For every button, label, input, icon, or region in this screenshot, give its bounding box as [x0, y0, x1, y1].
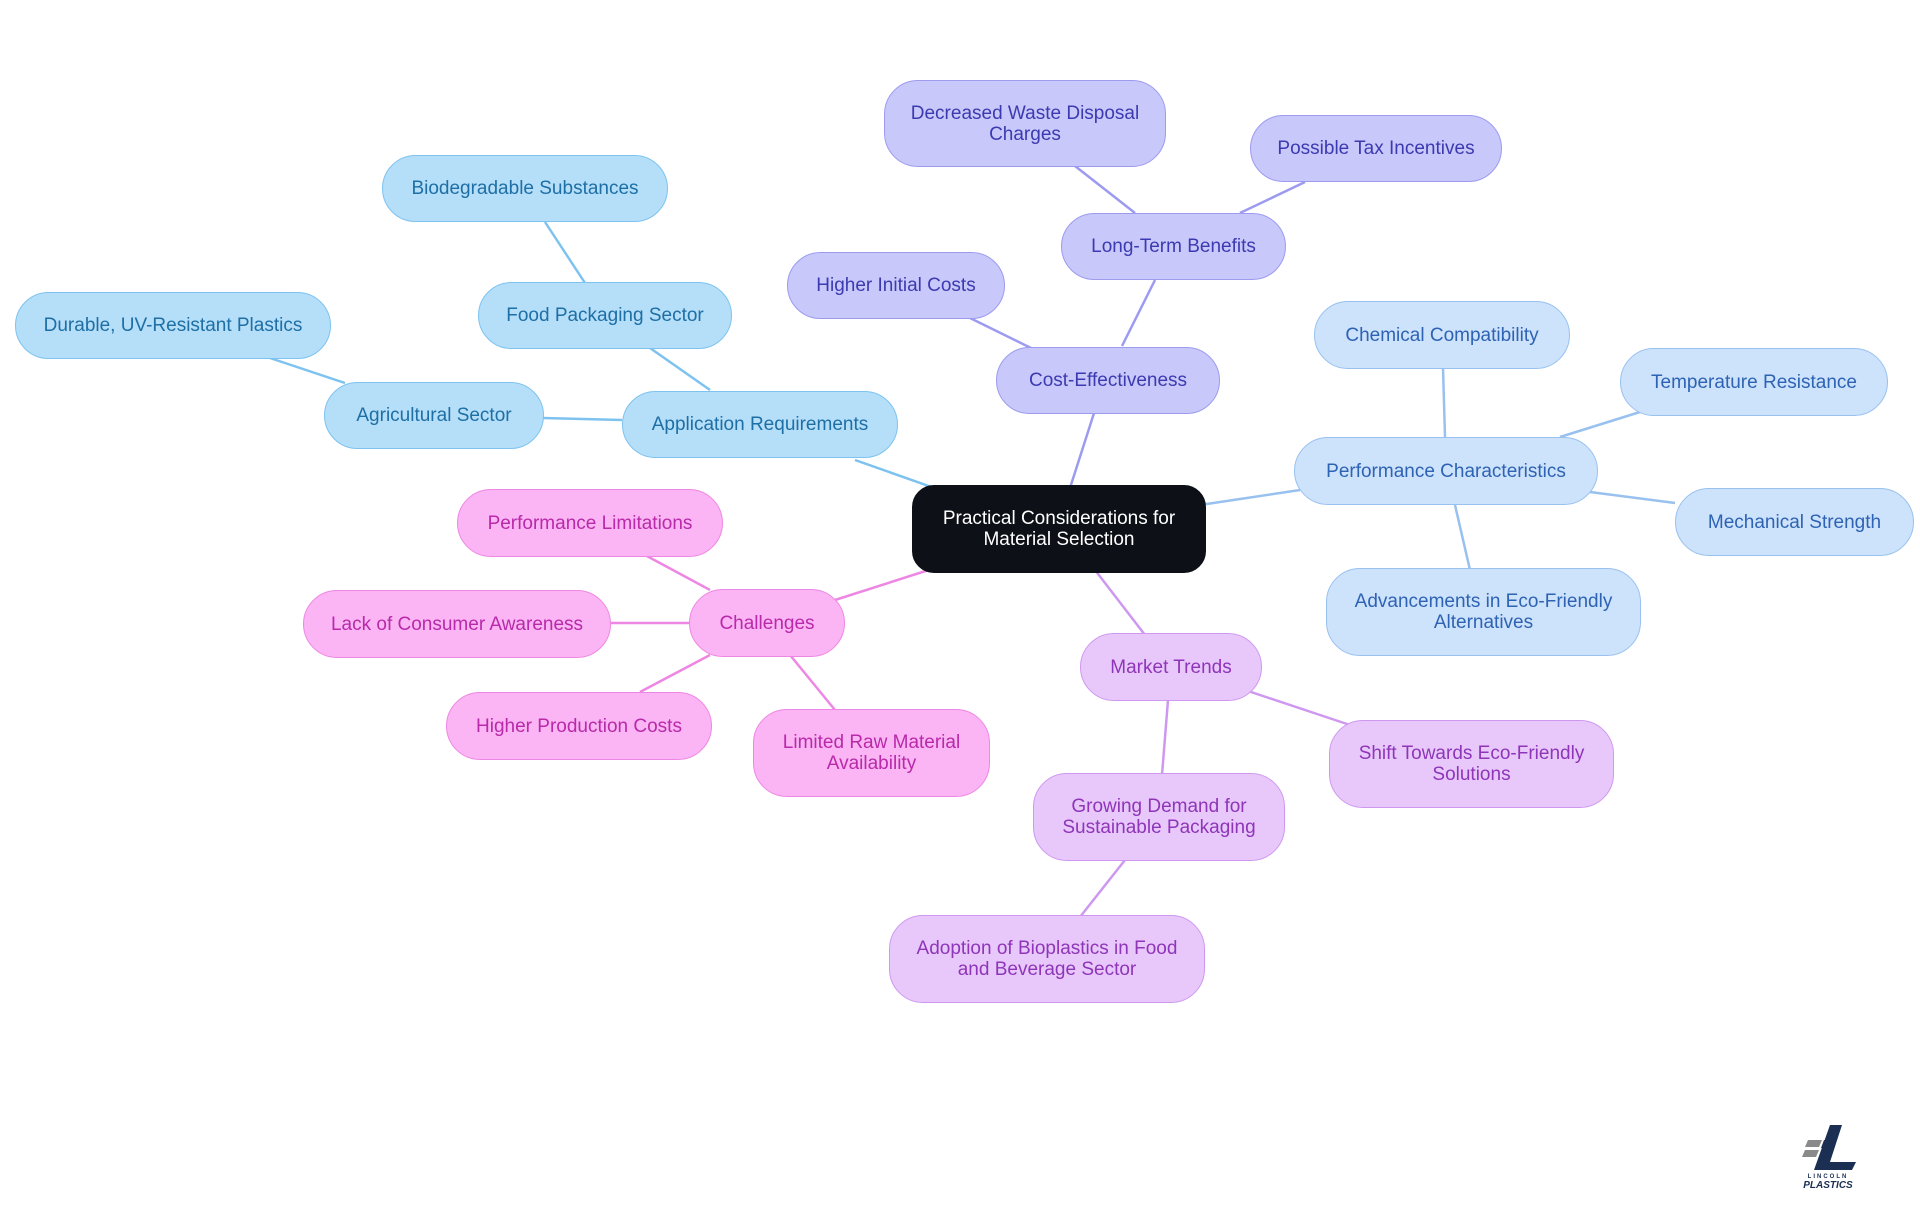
edge-challenges-production	[639, 653, 711, 694]
node-biodegradable-substances[interactable]: Biodegradable Substances	[382, 155, 668, 222]
edge-root-cost	[1068, 409, 1097, 489]
edge-performance-advancements	[1453, 504, 1472, 571]
node-higher-initial-costs[interactable]: Higher Initial Costs	[787, 252, 1005, 319]
edge-food-biodegradable	[543, 221, 587, 284]
node-durable-uv-resistant-plastics[interactable]: Durable, UV-Resistant Plastics	[15, 292, 331, 359]
edge-challenges-rawmaterial	[789, 654, 836, 711]
node-adoption-of-bioplastics[interactable]: Adoption of Bioplastics in Food and Beve…	[889, 915, 1205, 1003]
edge-challenges-limitations	[644, 553, 711, 592]
edge-root-application	[854, 458, 941, 492]
node-chemical-compatibility[interactable]: Chemical Compatibility	[1314, 301, 1570, 369]
edge-agri-durable	[269, 356, 346, 385]
node-mechanical-strength[interactable]: Mechanical Strength	[1675, 488, 1914, 556]
node-performance-limitations[interactable]: Performance Limitations	[457, 489, 723, 557]
logo-line2: PLASTICS	[1803, 1180, 1853, 1191]
node-lack-of-consumer-awareness[interactable]: Lack of Consumer Awareness	[303, 590, 611, 658]
edge-application-food	[649, 346, 711, 392]
node-market-trends[interactable]: Market Trends	[1080, 633, 1262, 701]
node-application-requirements[interactable]: Application Requirements	[622, 391, 898, 458]
root-node[interactable]: Practical Considerations for Material Se…	[912, 485, 1206, 573]
node-decreased-waste-disposal-charges[interactable]: Decreased Waste Disposal Charges	[884, 80, 1166, 167]
node-temperature-resistance[interactable]: Temperature Resistance	[1620, 348, 1888, 416]
edge-performance-temperature	[1559, 410, 1641, 439]
node-long-term-benefits[interactable]: Long-Term Benefits	[1061, 213, 1286, 280]
node-performance-characteristics[interactable]: Performance Characteristics	[1294, 437, 1598, 505]
node-food-packaging-sector[interactable]: Food Packaging Sector	[478, 282, 732, 349]
edge-root-challenges	[834, 566, 936, 602]
edge-performance-chemical	[1441, 367, 1447, 438]
node-challenges[interactable]: Challenges	[689, 589, 845, 657]
node-agricultural-sector[interactable]: Agricultural Sector	[324, 382, 544, 449]
edge-longterm-tax	[1239, 180, 1306, 215]
node-cost-effectiveness[interactable]: Cost-Effectiveness	[996, 347, 1220, 414]
node-growing-demand-sustainable-packaging[interactable]: Growing Demand for Sustainable Packaging	[1033, 773, 1285, 861]
edge-market-shift	[1244, 688, 1351, 727]
node-shift-towards-eco-friendly[interactable]: Shift Towards Eco-Friendly Solutions	[1329, 720, 1614, 808]
edge-demand-bioplastics	[1079, 859, 1126, 918]
lincoln-plastics-logo: LINCOLN PLASTICS	[1802, 1125, 1856, 1191]
edge-cost-longterm	[1120, 279, 1157, 347]
edge-performance-mechanical	[1589, 490, 1676, 505]
edge-application-agri	[542, 416, 623, 422]
edge-longterm-waste	[1074, 165, 1136, 214]
edge-root-performance	[1199, 488, 1301, 507]
edge-root-market	[1094, 569, 1146, 636]
node-limited-raw-material-availability[interactable]: Limited Raw Material Availability	[753, 709, 990, 797]
edge-market-demand	[1160, 699, 1170, 776]
node-higher-production-costs[interactable]: Higher Production Costs	[446, 692, 712, 760]
logo-line1: LINCOLN	[1808, 1174, 1849, 1180]
node-advancements-eco-friendly[interactable]: Advancements in Eco-Friendly Alternative…	[1326, 568, 1641, 656]
edge-cost-initial	[969, 316, 1036, 352]
node-possible-tax-incentives[interactable]: Possible Tax Incentives	[1250, 115, 1502, 182]
